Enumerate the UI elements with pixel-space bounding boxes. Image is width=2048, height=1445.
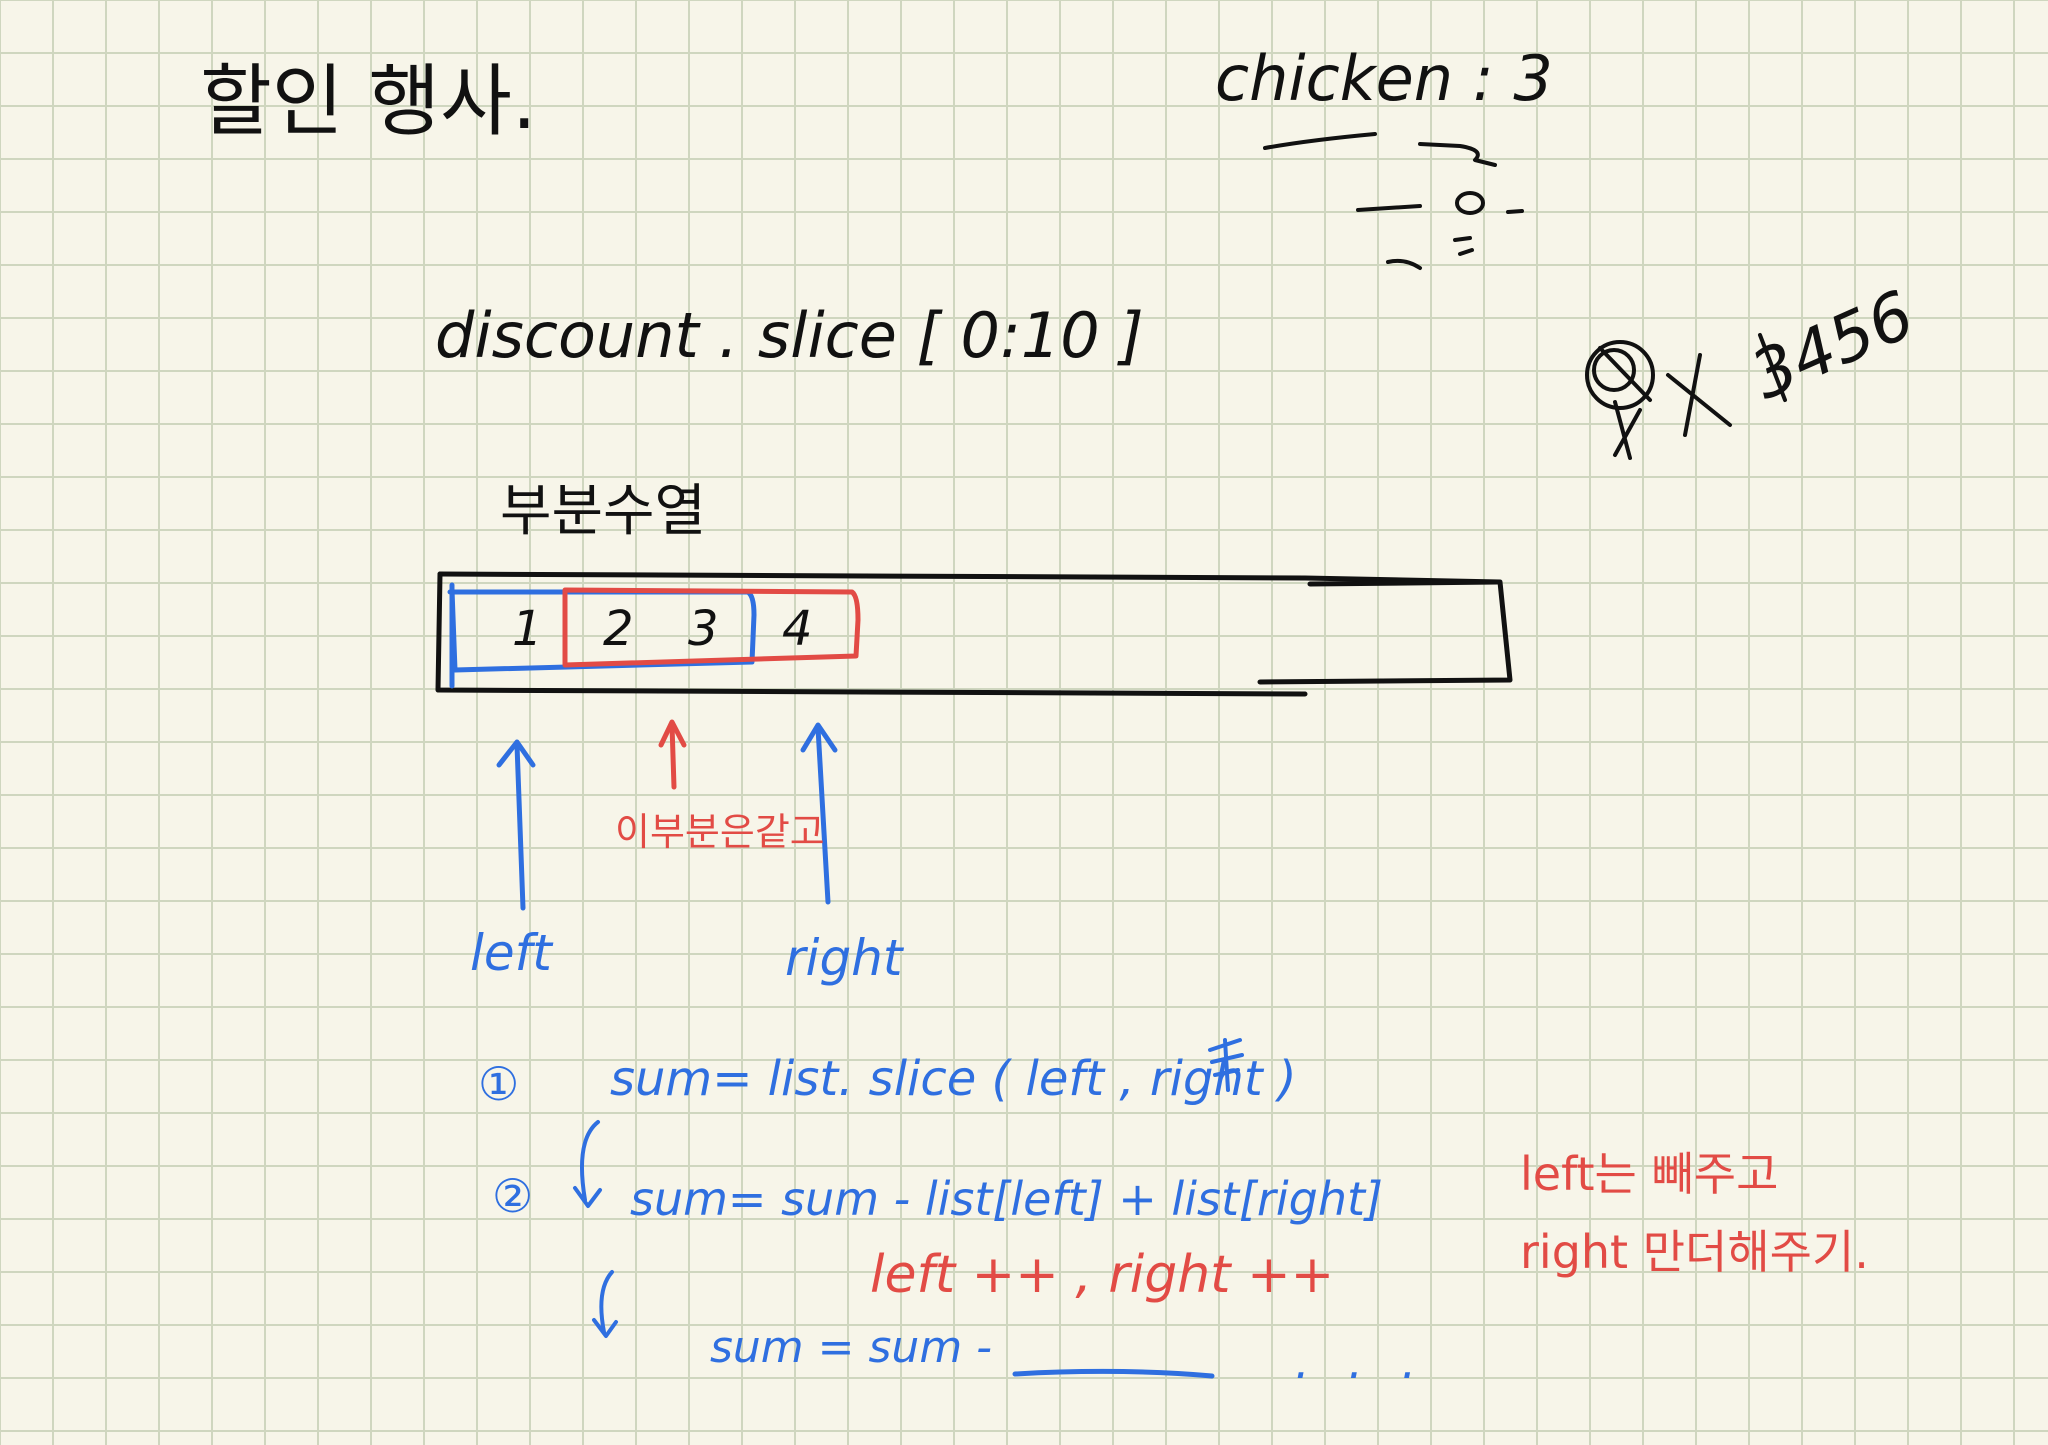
side-note-line1: left는 빼주고 <box>1520 1147 1778 1201</box>
right-pointer-arrow <box>800 722 838 905</box>
array-cell: 1 <box>512 601 543 657</box>
middle-note: 이부분은같고 <box>615 810 825 854</box>
pointer-right-label: right <box>785 929 905 987</box>
array-box <box>435 571 1513 697</box>
chicken-note: chicken : 3 <box>1215 42 1553 115</box>
blank-underline <box>1012 1368 1215 1379</box>
step-marker: ① <box>478 1057 519 1111</box>
trailing-dots: . . . <box>1295 1335 1428 1389</box>
left-pointer-arrow <box>496 739 536 911</box>
flow-arrow <box>573 1120 602 1208</box>
step-text: sum= list. slice ( left , right ) <box>610 1051 1297 1107</box>
chicken-note-scribbles <box>1263 132 1524 270</box>
red-window <box>562 587 861 668</box>
code-line: discount . slice [ 0:10 ] <box>435 299 1144 372</box>
scribble-mark <box>1208 1038 1244 1092</box>
step-text: sum= sum - list[left] + list[right] <box>630 1172 1383 1226</box>
step-marker: ② <box>492 1169 533 1223</box>
side-note-line2: right 만더해주기. <box>1520 1225 1869 1279</box>
pointer-left-label: left <box>470 924 554 982</box>
array-cell: 3 <box>688 601 719 657</box>
flow-arrow <box>592 1270 618 1338</box>
last-line: sum = sum - <box>710 1322 992 1373</box>
crossed-out-scribble <box>1585 333 1787 460</box>
middle-pointer-arrow <box>658 719 687 790</box>
array-heading: 부분수열 <box>500 479 706 544</box>
scribble-numbers: 3456 <box>1740 276 1925 415</box>
array-cell: 4 <box>782 601 813 657</box>
increment-line: left ++ , right ++ <box>870 1245 1334 1305</box>
array-cell: 2 <box>603 601 634 657</box>
note-title: 할인 행사. <box>200 57 537 147</box>
